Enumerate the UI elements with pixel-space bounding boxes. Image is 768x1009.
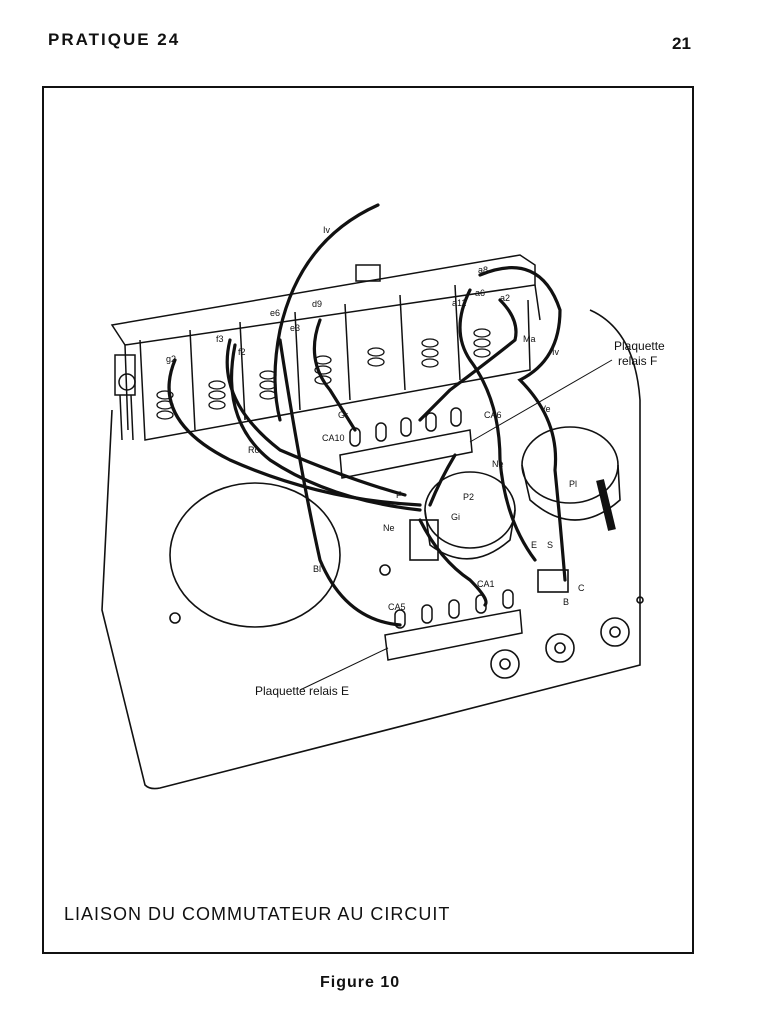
- callout-plaquette-f: Plaquette: [614, 339, 665, 353]
- switch-gi: [409, 519, 439, 561]
- figure-frame: [42, 86, 694, 954]
- terminal-label: F: [396, 490, 402, 500]
- wire-f: [428, 453, 457, 507]
- wire-ro: [225, 338, 407, 497]
- relay-strip-e: [384, 589, 523, 661]
- contact-label: f3: [216, 334, 224, 344]
- contact-label: g2: [166, 354, 176, 364]
- page-number: 21: [672, 34, 691, 53]
- wire-label: Gr: [338, 410, 348, 420]
- wire-label: Ne: [492, 459, 504, 469]
- wire-label: Iv: [552, 347, 560, 357]
- wire-ne: [458, 288, 537, 562]
- contact-label: f2: [238, 347, 246, 357]
- terminal-label: Pl: [569, 479, 577, 489]
- wire-label: Ne: [383, 523, 395, 533]
- switch-knob: [355, 264, 381, 282]
- terminal-label: CA1: [477, 579, 495, 589]
- terminal-label: CA6: [484, 410, 502, 420]
- terminal-label: E: [531, 540, 537, 550]
- switch-springs: [156, 328, 491, 420]
- page-title: PRATIQUE 24: [48, 30, 181, 49]
- relay-strip-f: [339, 407, 473, 479]
- wire-ro-2: [229, 343, 422, 512]
- control-knobs: [490, 617, 630, 679]
- mount-hole: [379, 564, 391, 576]
- wire-ca1: [418, 518, 488, 607]
- wire-label: Ro: [248, 445, 260, 455]
- components: [409, 426, 621, 593]
- wire-ve: [478, 266, 567, 582]
- terminal-label: CA5: [388, 602, 406, 612]
- wire-label: Ma: [523, 334, 536, 344]
- contact-label: a6: [475, 288, 485, 298]
- contact-label: a2: [500, 293, 510, 303]
- mount-hole: [169, 612, 181, 624]
- contact-label: d9: [312, 299, 322, 309]
- terminal-label: CA10: [322, 433, 345, 443]
- wire-iv: [273, 203, 380, 422]
- figure-caption: LIAISON DU COMMUTATEUR AU CIRCUIT: [64, 904, 451, 924]
- contact-label: e3: [290, 323, 300, 333]
- callout-plaquette-e: Plaquette relais E: [255, 684, 349, 698]
- wire-ma: [418, 298, 518, 422]
- contact-label: a11: [452, 298, 466, 308]
- wire-label: Bl: [313, 564, 321, 574]
- contact-label: e6: [270, 308, 280, 318]
- terminal-label: S: [547, 540, 553, 550]
- terminal-label: Gi: [451, 512, 460, 522]
- wire-gr: [312, 318, 357, 432]
- wire-bl: [278, 338, 402, 627]
- terminal-label: B: [563, 597, 569, 607]
- callout-relais-f: relais F: [618, 354, 657, 368]
- switch-es: [537, 569, 569, 593]
- wire-g2: [167, 358, 422, 507]
- contact-label: a8: [478, 265, 488, 275]
- terminal-label: C: [578, 583, 585, 593]
- callout-lines: [299, 359, 613, 691]
- switch-screw: [118, 373, 136, 391]
- switch-bank: [110, 254, 541, 441]
- figure-number: Figure 10: [320, 974, 401, 991]
- speaker-hole: [169, 482, 341, 628]
- wire-label: Iv: [323, 225, 331, 235]
- terminal-label: P2: [463, 492, 474, 502]
- wires: [167, 203, 567, 627]
- wire-label: Ve: [540, 404, 551, 414]
- chassis-plate: [101, 309, 644, 790]
